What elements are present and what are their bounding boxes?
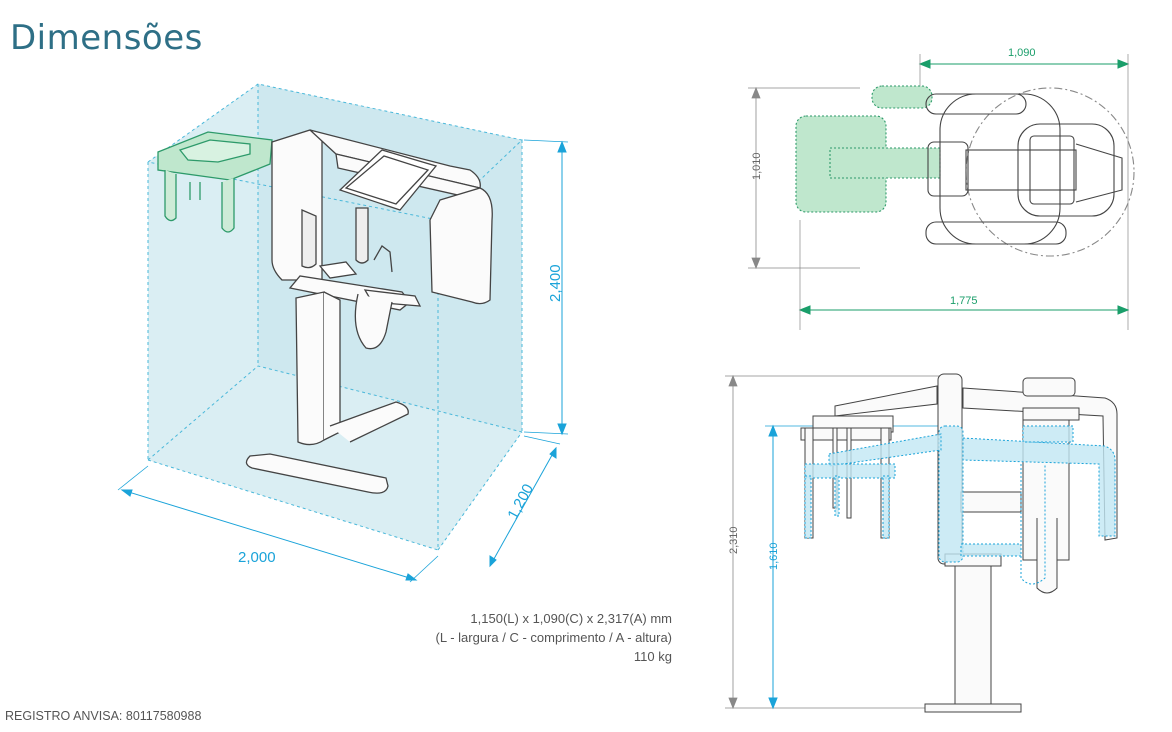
- side-blue-overlay: [804, 425, 1116, 585]
- dimension-bottom: [798, 220, 1130, 330]
- dimension-height: [523, 139, 569, 436]
- top-gray-parts: [925, 87, 1135, 257]
- specifications: 1,150(L) x 1,090(C) x 2,317(A) mm (L - l…: [436, 609, 672, 666]
- perspective-view: 2,000 1,200 2,400: [117, 83, 569, 583]
- dimension-depth: [489, 435, 561, 568]
- green-head-support: [157, 131, 273, 233]
- dim-depth-label: 1,200: [504, 481, 537, 522]
- dim-top-label: 1,090: [1008, 47, 1036, 59]
- registro-anvisa: REGISTRO ANVISA: 80117580988: [5, 709, 202, 723]
- dim-left-label: 1,010: [751, 152, 763, 180]
- dim-height-label: 2,400: [547, 264, 564, 302]
- dimension-left: [748, 86, 860, 270]
- dim-bottom-label: 1,775: [950, 295, 978, 307]
- dimension-width: [117, 465, 439, 583]
- dimension-top: [918, 54, 1130, 330]
- device-outline: [245, 129, 493, 494]
- top-view: 1,090 1,010 1,775: [748, 47, 1135, 330]
- dim-inner-label: 1,610: [768, 542, 780, 570]
- top-green-parts: [795, 85, 941, 213]
- page-title: Dimensões: [10, 18, 203, 58]
- spec-size: 1,150(L) x 1,090(C) x 2,317(A) mm: [470, 611, 672, 626]
- side-gray-device: [800, 373, 1118, 713]
- spec-legend: (L - largura / C - comprimento / A - alt…: [435, 630, 672, 645]
- spec-weight: 110 kg: [633, 649, 672, 664]
- side-view: 2,310 1,610: [725, 373, 1118, 713]
- dim-outer-label: 2,310: [728, 526, 740, 554]
- dim-width-label: 2,000: [238, 549, 276, 566]
